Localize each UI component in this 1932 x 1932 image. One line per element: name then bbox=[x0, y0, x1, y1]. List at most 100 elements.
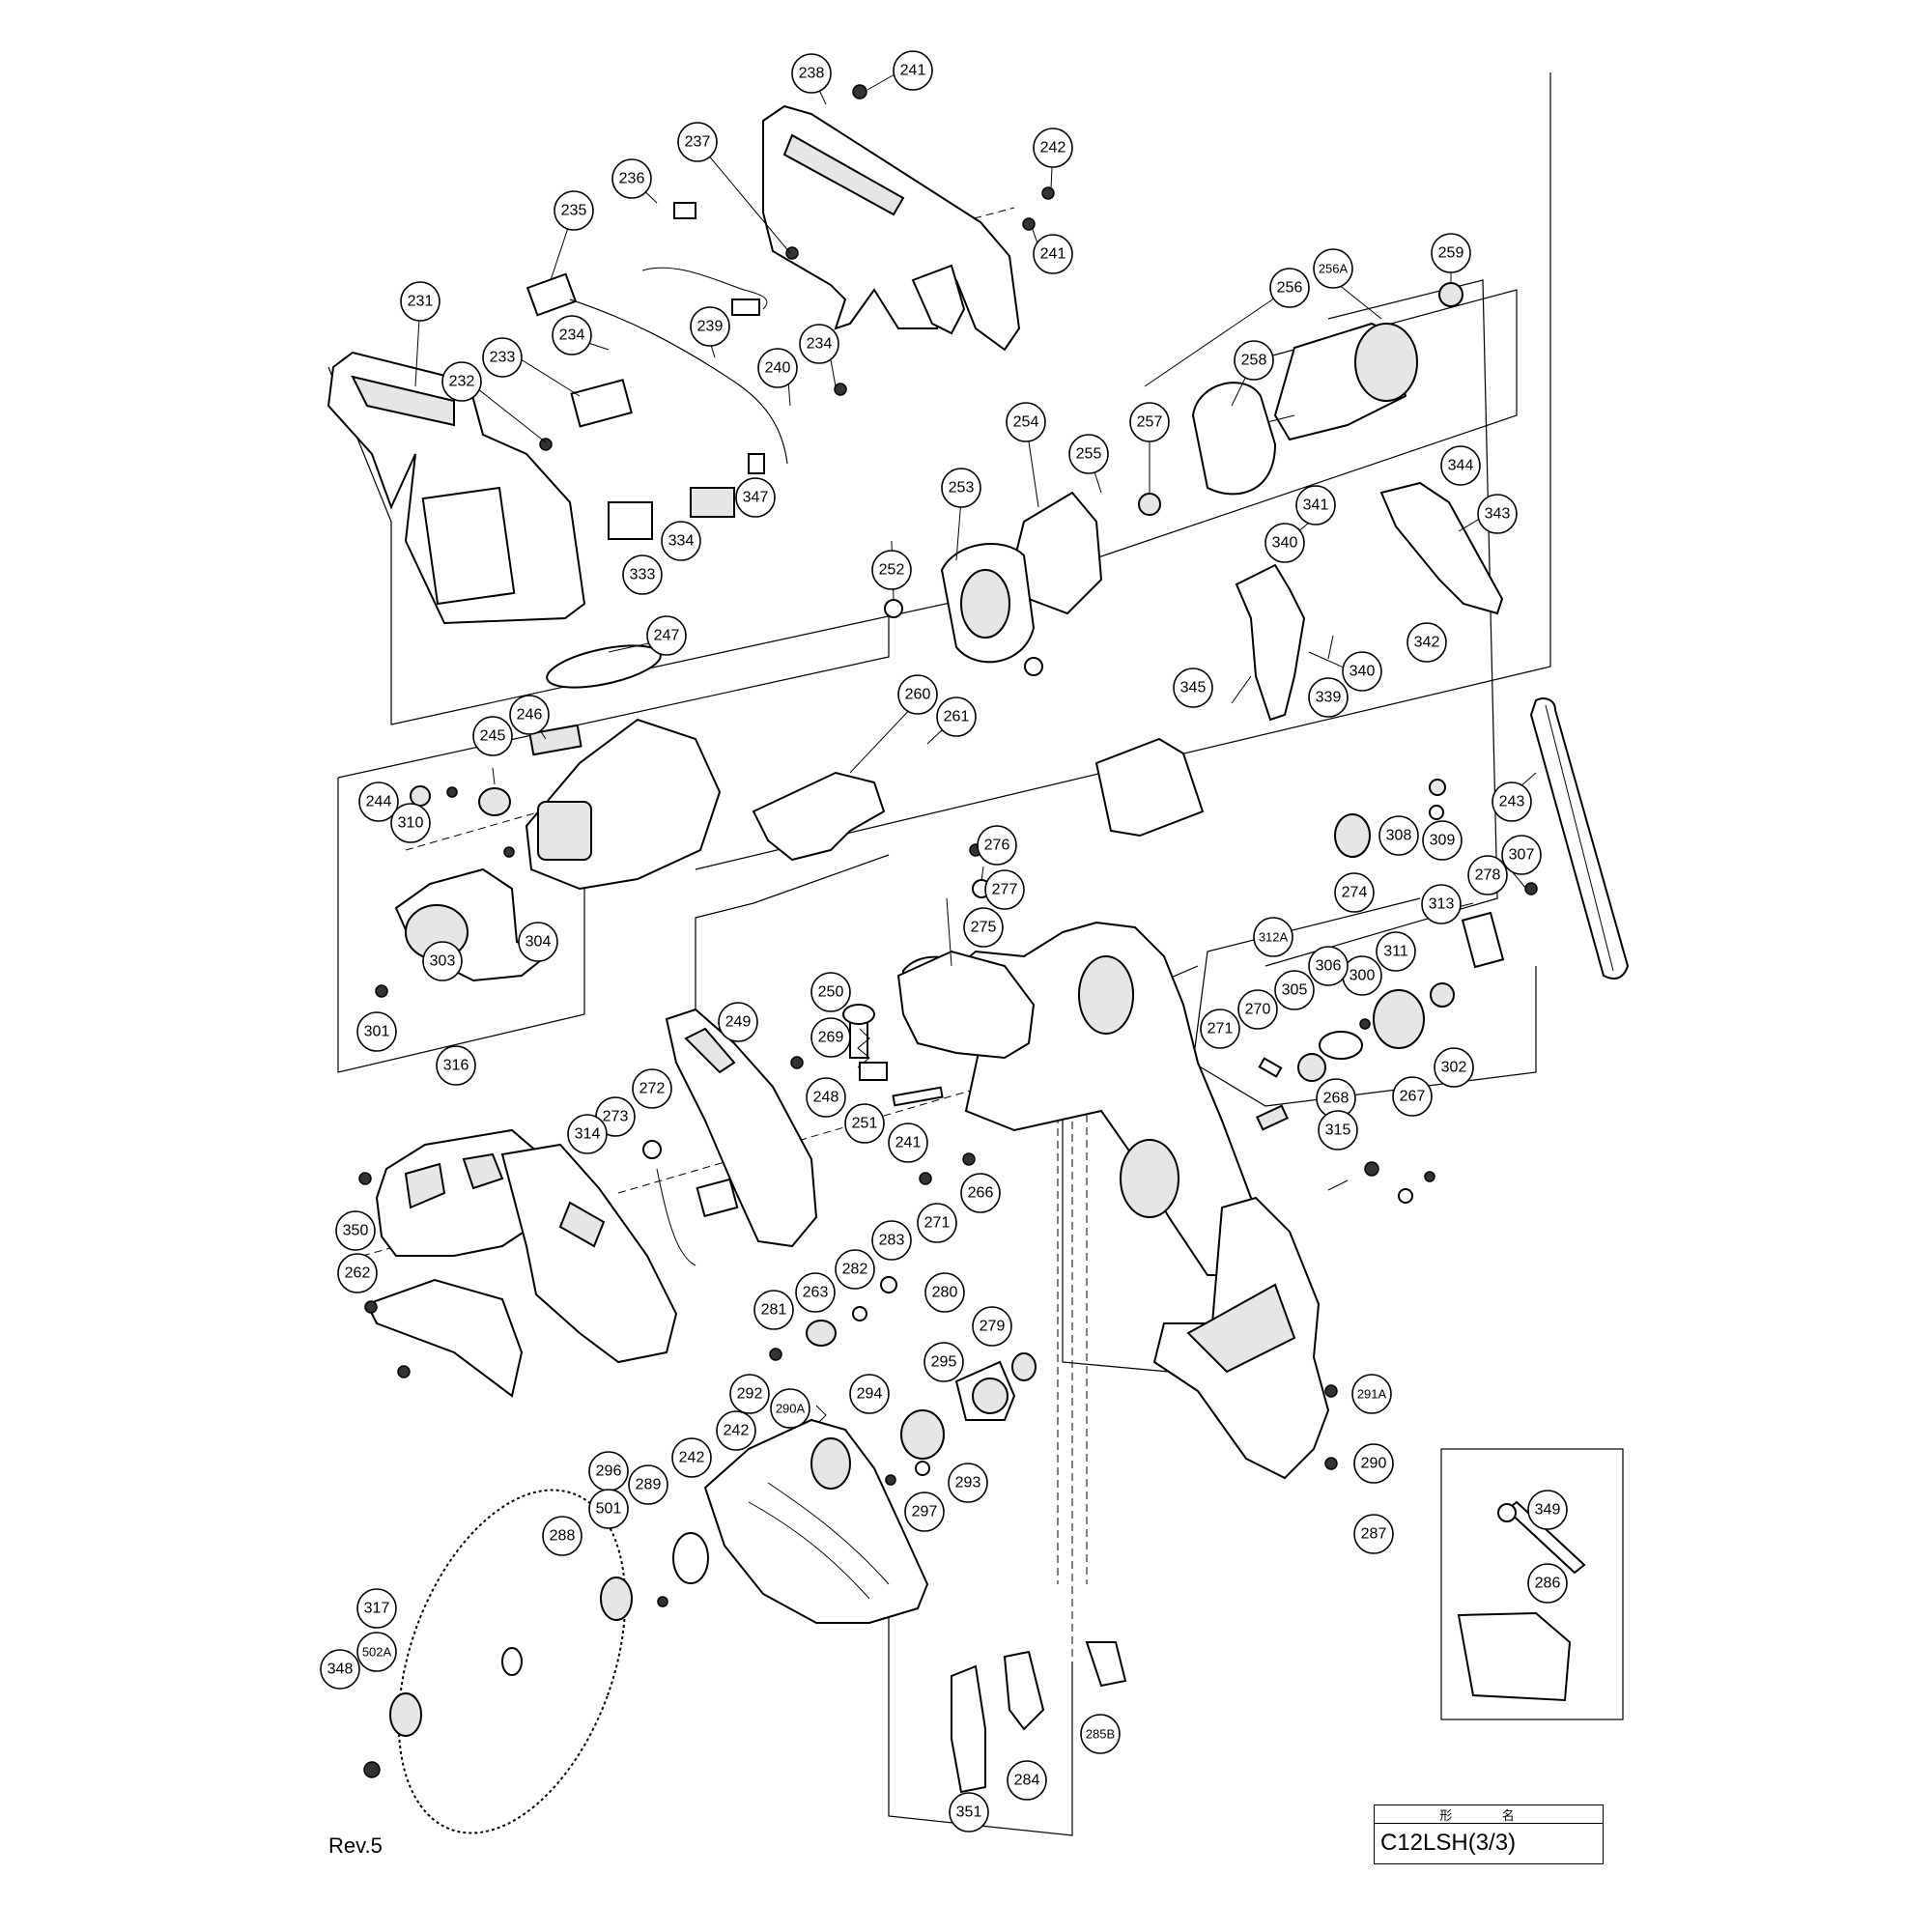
callout-circle bbox=[972, 1306, 1012, 1347]
callout-circle bbox=[356, 1011, 397, 1052]
callout-text: 268 bbox=[1323, 1091, 1350, 1107]
callout-circle bbox=[358, 781, 399, 822]
callout-circle bbox=[690, 306, 730, 347]
callout-text: 290A bbox=[776, 1402, 806, 1416]
callout-text: 241 bbox=[895, 1135, 922, 1151]
callout-text: 271 bbox=[924, 1215, 951, 1232]
callout-text: 342 bbox=[1414, 635, 1440, 651]
handle-231 bbox=[327, 351, 586, 625]
callout-308: 308 bbox=[1378, 815, 1419, 856]
callout-circle bbox=[1200, 1009, 1240, 1049]
callout-circle bbox=[567, 1114, 608, 1154]
power-cord-235 bbox=[526, 272, 788, 465]
callout-text: 288 bbox=[550, 1528, 576, 1545]
callout-circle bbox=[1308, 946, 1349, 986]
callout-234: 234 bbox=[799, 324, 839, 364]
callout-270: 270 bbox=[1237, 989, 1278, 1030]
callout-249: 249 bbox=[718, 1002, 758, 1042]
callout-text: 276 bbox=[984, 838, 1010, 854]
callout-text: 333 bbox=[630, 567, 656, 583]
callout-circle bbox=[948, 1463, 988, 1503]
callout-text: 347 bbox=[743, 490, 769, 506]
callout-236: 236 bbox=[611, 158, 652, 199]
callout-circle bbox=[871, 550, 912, 590]
cover-269 bbox=[665, 1008, 818, 1248]
callout-text: 341 bbox=[1303, 497, 1329, 514]
callout-288: 288 bbox=[542, 1516, 582, 1556]
callout-text: 340 bbox=[1350, 664, 1376, 680]
callout-circle bbox=[1308, 677, 1349, 718]
callout-circle bbox=[1318, 1110, 1358, 1151]
callout-280: 280 bbox=[924, 1272, 965, 1313]
bushing-243-244 bbox=[375, 785, 515, 998]
callout-text: 334 bbox=[668, 533, 695, 550]
callout-text: 248 bbox=[813, 1090, 839, 1106]
callout-circle bbox=[646, 615, 687, 656]
callout-text: 256 bbox=[1277, 280, 1303, 297]
callout-351: 351 bbox=[949, 1792, 989, 1833]
callout-circle bbox=[1527, 1563, 1568, 1604]
callout-text: 252 bbox=[879, 562, 905, 579]
model-number: C12LSH(3/3) bbox=[1380, 1830, 1517, 1856]
callout-circle bbox=[588, 1489, 629, 1529]
callout-263: 263 bbox=[795, 1272, 836, 1313]
callout-277: 277 bbox=[984, 869, 1025, 910]
callout-text: 253 bbox=[949, 480, 975, 497]
lower-guard-290 bbox=[703, 1418, 929, 1624]
armature-256 bbox=[1255, 322, 1418, 441]
callout-text: 241 bbox=[1040, 246, 1066, 263]
callout-text: 285B bbox=[1086, 1727, 1115, 1742]
callout-text: 307 bbox=[1509, 847, 1535, 864]
callout-502A: 502A bbox=[356, 1632, 397, 1672]
motor-housing-cover-238 bbox=[762, 104, 1021, 352]
callout-circle bbox=[661, 521, 701, 561]
callout-256: 256 bbox=[1269, 268, 1310, 308]
handle-grip bbox=[1094, 737, 1205, 838]
callout-circle bbox=[897, 674, 938, 715]
callout-text: 289 bbox=[636, 1477, 662, 1493]
callout-296: 296 bbox=[588, 1451, 629, 1492]
callout-text: 348 bbox=[327, 1662, 354, 1678]
callout-293: 293 bbox=[948, 1463, 988, 1503]
callout-circle bbox=[554, 190, 594, 231]
callout-269: 269 bbox=[810, 1017, 851, 1058]
callout-300: 300 bbox=[1342, 955, 1382, 996]
callout-305: 305 bbox=[1274, 970, 1315, 1010]
lever-339 bbox=[1235, 563, 1306, 722]
switch-268 bbox=[642, 1140, 739, 1266]
callout-circle bbox=[923, 1342, 964, 1382]
callout-333: 333 bbox=[622, 554, 663, 595]
callout-282: 282 bbox=[835, 1249, 875, 1290]
callout-233: 233 bbox=[482, 337, 523, 378]
callout-circle bbox=[770, 1388, 810, 1429]
callout-circle bbox=[977, 825, 1017, 866]
callout-text: 242 bbox=[679, 1450, 705, 1466]
callout-circle bbox=[1434, 1047, 1474, 1088]
callout-text: 266 bbox=[968, 1185, 994, 1202]
callout-text: 241 bbox=[900, 63, 926, 79]
callout-315: 315 bbox=[1318, 1110, 1358, 1151]
callout-242: 242 bbox=[671, 1437, 712, 1478]
callout-295: 295 bbox=[923, 1342, 964, 1382]
callout-text: 295 bbox=[931, 1354, 957, 1371]
callout-text: 244 bbox=[366, 794, 392, 810]
callout-circle bbox=[810, 972, 851, 1012]
callout-text: 232 bbox=[449, 374, 475, 390]
callout-text: 235 bbox=[561, 203, 587, 219]
callout-text: 287 bbox=[1361, 1526, 1387, 1543]
callout-text: 260 bbox=[905, 687, 931, 703]
callout-258: 258 bbox=[1234, 340, 1274, 381]
callout-circle bbox=[791, 53, 832, 94]
callout-circle bbox=[436, 1045, 476, 1086]
callout-text: 249 bbox=[725, 1014, 752, 1031]
callout-232: 232 bbox=[441, 361, 482, 402]
callout-334: 334 bbox=[661, 521, 701, 561]
callout-text: 294 bbox=[857, 1386, 883, 1403]
callout-248: 248 bbox=[806, 1077, 846, 1118]
callout-circle bbox=[628, 1464, 668, 1505]
spindle-parts bbox=[769, 1276, 1037, 1486]
callout-501: 501 bbox=[588, 1489, 629, 1529]
callout-circle bbox=[799, 324, 839, 364]
callout-344: 344 bbox=[1440, 445, 1481, 486]
callout-text: 279 bbox=[980, 1319, 1006, 1335]
